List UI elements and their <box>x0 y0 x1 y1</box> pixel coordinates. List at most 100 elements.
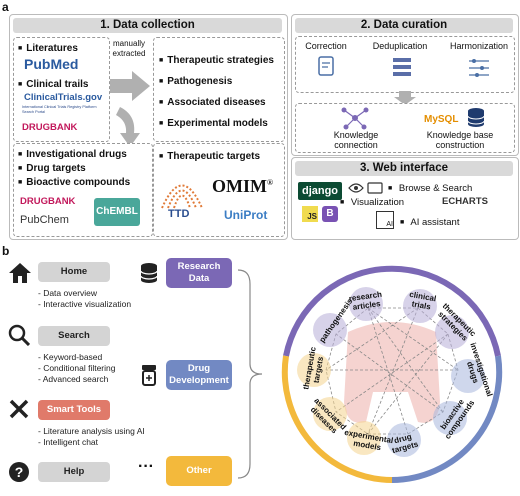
node-bubble-research-articles <box>349 287 383 321</box>
step-harmonization-label: Harmonization <box>449 41 509 51</box>
feature-visualization-label: Visualization <box>350 197 405 208</box>
curation-steps-box: Correction Deduplication Harmonization <box>295 36 515 93</box>
ttd-logo: TTD <box>168 208 190 220</box>
source-literatures: Literatures <box>18 42 78 56</box>
node-bubbles <box>297 287 485 457</box>
uniprot-logo: UniProt <box>224 208 268 222</box>
knowledge-base-label: Knowledge base construction <box>426 130 494 150</box>
source-investigational-drugs: Investigational drugs <box>18 148 127 162</box>
search-desc-3: - Advanced search <box>38 374 109 384</box>
deduplication-icon <box>393 58 411 76</box>
pubchem-logo: PubChem <box>20 214 69 226</box>
magnifier-icon <box>8 324 30 346</box>
step-deduplication-label: Deduplication <box>372 41 428 51</box>
home-icon <box>9 263 31 283</box>
echarts-logo: ECHARTS <box>442 196 488 207</box>
panel-a-letter: a <box>2 0 9 14</box>
chembl-logo: ChEMBL <box>94 198 140 226</box>
node-bubble-clinical-trials <box>403 289 437 323</box>
svg-text:?: ? <box>15 464 24 480</box>
eye-icon <box>348 183 364 193</box>
categories-box-2: Therapeutic targets TTD OMIM® UniProt <box>153 143 285 237</box>
ttd-logo-graphic <box>161 184 203 209</box>
category-drug-development-button[interactable]: Drug Development <box>166 360 232 390</box>
mysql-logo: MySQL <box>424 114 459 125</box>
feature-browse-search-label: Browse & Search <box>398 183 473 194</box>
source-bioactive-compounds: Bioactive compounds <box>18 176 130 190</box>
harmonization-icon <box>469 59 489 77</box>
drugbank-logo-2: DRUGBANK <box>20 196 76 207</box>
more-icon: ··· <box>138 458 154 475</box>
feature-ai-assistant-label: AI assistant <box>410 217 460 228</box>
ictrp-logo: International Clinical Trials Registry P… <box>22 105 97 114</box>
ring-arc-purple <box>283 265 501 357</box>
bootstrap-logo: B <box>322 206 338 222</box>
database-icon <box>467 108 485 127</box>
manually-extracted-label: manually extracted <box>112 39 146 58</box>
node-bubble-therapeutic-strategies <box>435 315 469 349</box>
tools-icon <box>9 399 29 419</box>
feature-ai-assistant: AI assistant <box>400 216 459 230</box>
category-therapeutic-strategies: Therapeutic strategies <box>159 54 274 68</box>
extraction-arrow-right <box>110 71 150 101</box>
feature-browse-search: Browse & Search <box>388 182 472 196</box>
pill-bottle-icon <box>142 365 156 386</box>
categories-bracket <box>237 269 263 479</box>
intestine-graphic <box>344 322 440 423</box>
feature-visualization: Visualization <box>340 196 404 210</box>
source-drug-targets: Drug targets <box>18 162 85 176</box>
node-bubble-bioactive-compounds <box>433 401 467 435</box>
data-curation-title: 2. Data curation <box>295 18 513 33</box>
web-interface-section: 3. Web interface django JS B Browse & Se… <box>291 157 519 240</box>
search-desc-2: - Conditional filtering <box>38 363 116 373</box>
category-other-button[interactable]: Other <box>166 456 232 486</box>
node-bubble-investigational-drugs <box>451 359 485 393</box>
data-curation-section: 2. Data curation Correction Deduplicatio… <box>291 14 519 156</box>
ai-cube-icon: AI <box>376 211 394 229</box>
nav-search-button[interactable]: Search <box>38 326 110 346</box>
data-collection-section: 1. Data collection Literatures PubMed Cl… <box>9 14 288 240</box>
web-interface-title: 3. Web interface <box>295 161 513 176</box>
home-desc-1: - Data overview <box>38 288 98 298</box>
drugbank-logo: DRUGBANK <box>22 122 78 133</box>
extraction-arrows <box>110 71 150 147</box>
search-desc-1: - Keyword-based <box>38 352 103 362</box>
home-desc-2: - Interactive visualization <box>38 299 132 309</box>
question-icon: ? <box>9 462 29 482</box>
curation-down-arrow <box>394 91 416 105</box>
knowledge-graph-icon <box>341 107 369 130</box>
omim-logo-text: OMIM <box>212 176 267 196</box>
category-drug-development-label: Drug Development <box>169 363 229 386</box>
literature-sources-box: Literatures PubMed Clinical trails Clini… <box>13 37 110 142</box>
category-research-data-button[interactable]: Research Data <box>166 258 232 288</box>
node-bubble-experimental-models <box>347 421 381 455</box>
smart-tools-desc-1: - Literature analysis using AI <box>38 426 145 436</box>
panel-b-letter: b <box>2 244 10 258</box>
category-experimental-models: Experimental models <box>159 117 268 131</box>
nav-smart-tools-button[interactable]: Smart Tools <box>38 400 110 420</box>
javascript-logo: JS <box>302 206 318 222</box>
knowledge-circle-diagram <box>281 265 503 483</box>
ring-arc-yellow <box>281 355 393 483</box>
django-logo: django <box>298 182 342 200</box>
pubmed-logo-text: PubMed <box>24 56 79 72</box>
node-bubble-drug-targets <box>387 423 421 457</box>
database-icon <box>140 263 158 283</box>
nav-home-button[interactable]: Home <box>38 262 110 282</box>
node-bubble-therapeutic-targets <box>297 353 331 387</box>
node-bubble-pathogenesis <box>313 313 347 347</box>
pubmed-logo: PubMed <box>24 56 78 72</box>
nav-help-button[interactable]: Help <box>38 462 110 482</box>
category-pathogenesis: Pathogenesis <box>159 75 232 89</box>
ring-arc-blue <box>391 355 503 483</box>
smart-tools-desc-2: - Intelligent chat <box>38 437 99 447</box>
node-bubble-associated-diseases <box>313 397 347 431</box>
extraction-arrow-down <box>116 107 140 147</box>
clinicaltrials-logo: ClinicalTrials.gov <box>24 92 103 103</box>
source-clinical-trails: Clinical trails <box>18 78 88 92</box>
categories-box-1: Therapeutic strategies Pathogenesis Asso… <box>153 37 285 142</box>
drug-sources-box: Investigational drugs Drug targets Bioac… <box>13 143 153 237</box>
omim-logo: OMIM® <box>212 176 273 196</box>
category-associated-diseases: Associated diseases <box>159 96 265 110</box>
category-therapeutic-targets: Therapeutic targets <box>159 150 260 164</box>
